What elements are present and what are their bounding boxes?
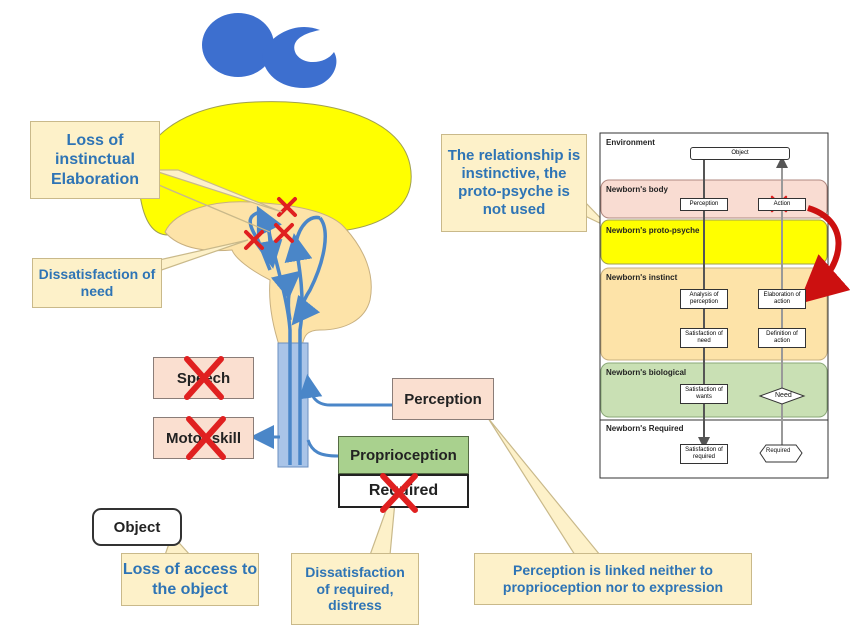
inset-node-action: Action xyxy=(758,198,806,211)
spinal-cord xyxy=(277,342,309,468)
callout-dissatisfaction-need: Dissatisfaction of need xyxy=(32,258,162,308)
inset-node-elaboration: Elaboration of action xyxy=(758,289,806,309)
inset-band-instinct: Newborn's instinct xyxy=(606,273,678,282)
inset-node-definition-action: Definition of action xyxy=(758,328,806,348)
inset-node-satisfaction-want: Satisfaction of wants xyxy=(680,384,728,404)
fetus-icon xyxy=(202,13,337,88)
inset-node-satisfaction-required: Satisfaction of required xyxy=(680,444,728,464)
callout-relationship: The relationship is instinctive, the pro… xyxy=(441,134,587,232)
required-box: Required xyxy=(338,474,469,508)
inset-band-biological: Newborn's biological xyxy=(606,368,687,377)
inset-band-environment: Environment xyxy=(606,138,655,147)
inset-band-required: Newborn's Required xyxy=(606,424,684,433)
object-box: Object xyxy=(92,508,182,546)
callout-perception-linked: Perception is linked neither to proprioc… xyxy=(474,553,752,605)
inset-band-proto-psyche: Newborn's proto-psyche xyxy=(606,226,700,235)
motor-skill-box: Motor skill xyxy=(153,417,254,459)
speech-box: Speech xyxy=(153,357,254,399)
inset-node-object: Object xyxy=(690,147,790,160)
callout-loss-access: Loss of access to the object xyxy=(121,553,259,606)
proprioception-box: Proprioception xyxy=(338,436,469,474)
callout-loss-elaboration: Loss of instinctual Elaboration xyxy=(30,121,160,199)
inset-node-satisfaction-need: Satisfaction of need xyxy=(680,328,728,348)
perception-box: Perception xyxy=(392,378,494,420)
inset-node-perception: Perception xyxy=(680,198,728,211)
inset-band-body: Newborn's body xyxy=(606,185,668,194)
inset-node-analysis: Analysis of perception xyxy=(680,289,728,309)
inset-node-need: Need xyxy=(775,392,792,399)
brain-crosses xyxy=(244,197,297,250)
callout-dissatisfaction-required: Dissatisfaction of required, distress xyxy=(291,553,419,625)
inset-node-required: Required xyxy=(766,448,791,454)
